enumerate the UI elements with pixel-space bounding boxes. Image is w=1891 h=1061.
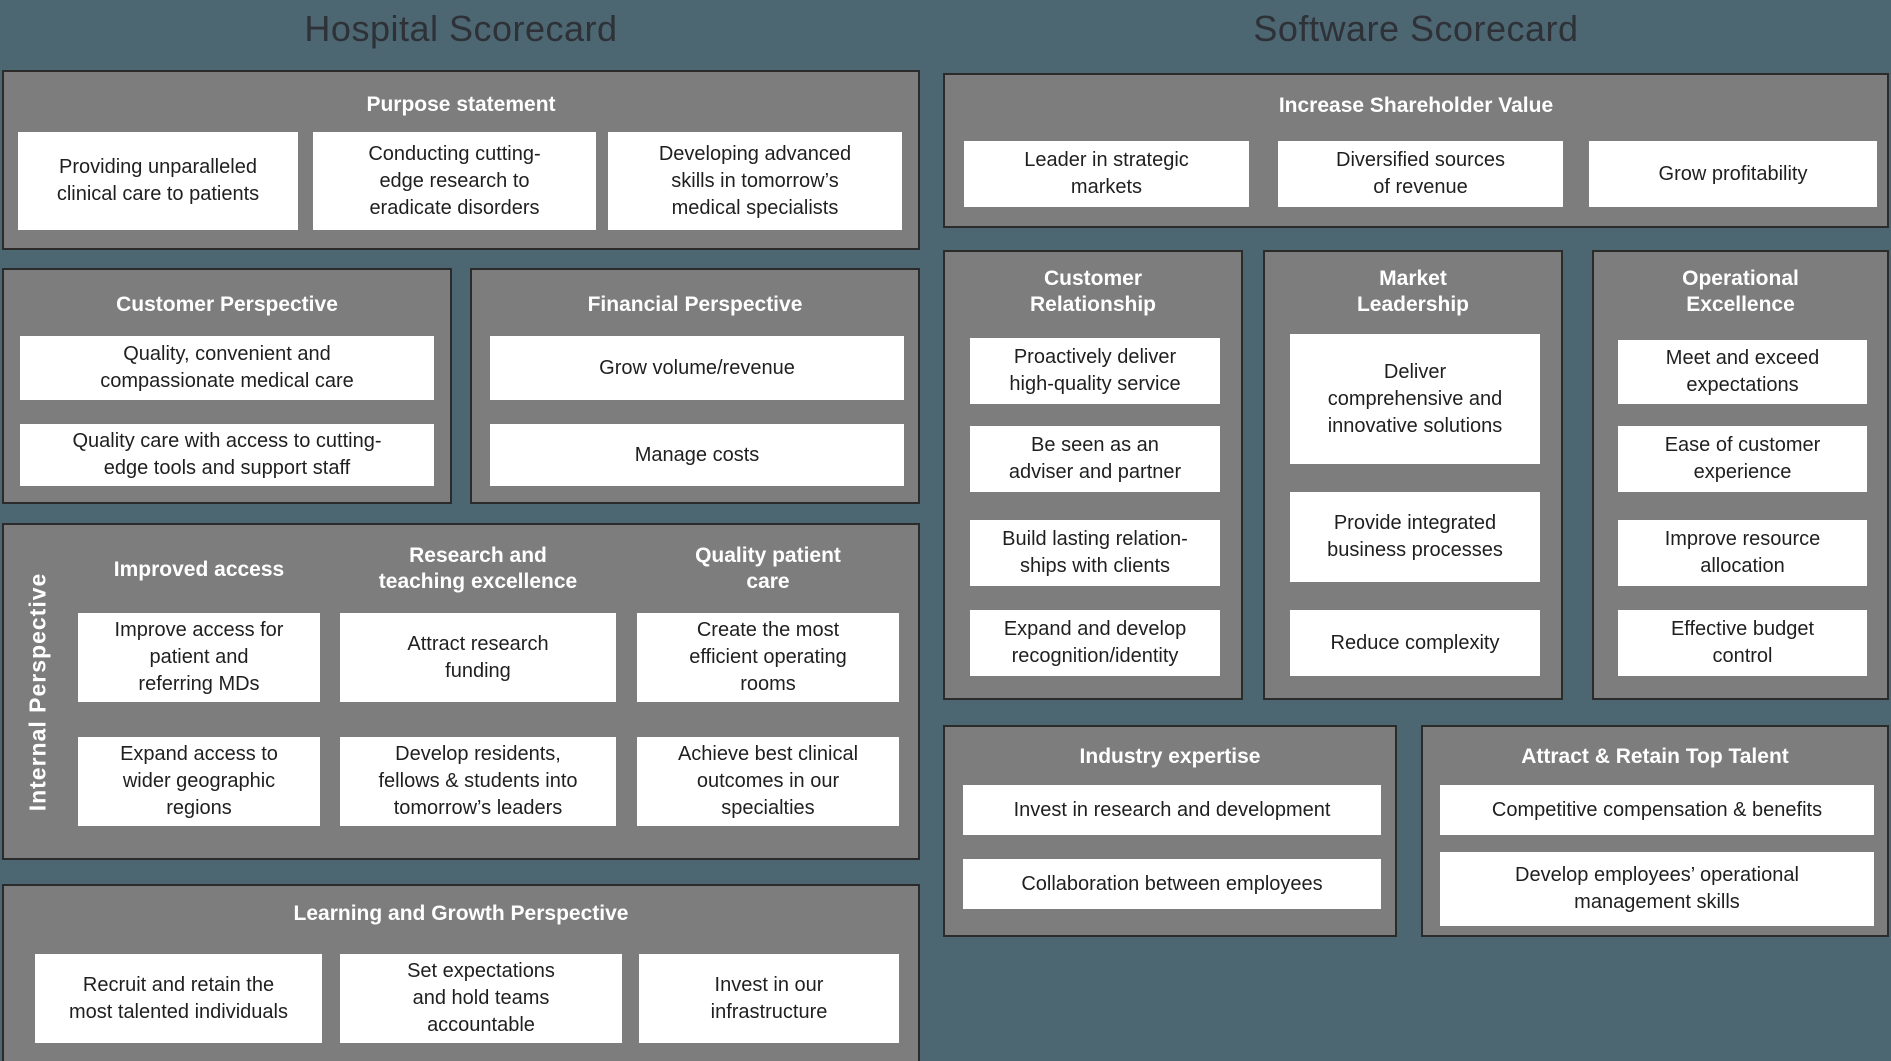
operational-excellence-item: Ease of customer experience xyxy=(1618,426,1867,492)
hospital-scorecard-title: Hospital Scorecard xyxy=(304,8,618,49)
customer-relationship-item: Proactively deliver high-quality service xyxy=(970,338,1220,404)
internal-perspective-side-label: Internal Perspective xyxy=(24,572,51,811)
shareholder-value-header: Increase Shareholder Value xyxy=(1278,94,1554,117)
learning-item: Recruit and retain the most talented ind… xyxy=(35,954,322,1043)
talent-item: Competitive compensation & benefits xyxy=(1440,785,1874,835)
customer-perspective-header: Customer Perspective xyxy=(116,293,338,316)
talent-item: Develop employees’ operational managemen… xyxy=(1440,852,1874,926)
shareholder-value-panel: Increase Shareholder Value Leader in str… xyxy=(943,73,1889,228)
operational-excellence-item: Improve resource allocation xyxy=(1618,520,1867,586)
learning-growth-header: Learning and Growth Perspective xyxy=(293,902,629,925)
financial-perspective-panel: Financial Perspective Grow volume/revenu… xyxy=(470,268,920,504)
customer-relationship-panel: Customer Relationship Proactively delive… xyxy=(943,250,1243,700)
customer-relationship-header: Customer Relationship xyxy=(1029,267,1156,317)
customer-perspective-panel: Customer Perspective Quality, convenient… xyxy=(2,268,452,504)
financial-perspective-item: Manage costs xyxy=(490,424,904,486)
internal-item: Achieve best clinical outcomes in our sp… xyxy=(637,737,899,826)
financial-perspective-item: Grow volume/revenue xyxy=(490,336,904,400)
learning-growth-panel: Learning and Growth Perspective Recruit … xyxy=(2,884,920,1061)
operational-excellence-item: Effective budget control xyxy=(1618,610,1867,676)
research-teaching-header: Research and teaching excellence xyxy=(378,544,578,594)
internal-item: Develop residents, fellows & students in… xyxy=(340,737,616,826)
purpose-item: Providing unparalleled clinical care to … xyxy=(18,132,298,230)
attract-retain-talent-panel: Attract & Retain Top Talent Competitive … xyxy=(1421,725,1889,937)
learning-item: Set expectations and hold teams accounta… xyxy=(340,954,622,1043)
internal-item: Expand access to wider geographic region… xyxy=(78,737,320,826)
market-leadership-item: Provide integrated business processes xyxy=(1290,492,1540,582)
industry-expertise-item: Collaboration between employees xyxy=(963,859,1381,909)
learning-item: Invest in our infrastructure xyxy=(639,954,899,1043)
industry-expertise-header: Industry expertise xyxy=(1079,745,1261,768)
purpose-statement-header: Purpose statement xyxy=(366,93,556,116)
operational-excellence-panel: Operational Excellence Meet and exceed e… xyxy=(1592,250,1889,700)
customer-perspective-item: Quality, convenient and compassionate me… xyxy=(20,336,434,400)
market-leadership-panel: Market Leadership Deliver comprehensive … xyxy=(1263,250,1563,700)
operational-excellence-header: Operational Excellence xyxy=(1682,267,1799,317)
internal-item: Improve access for patient and referring… xyxy=(78,613,320,702)
purpose-item: Conducting cutting- edge research to era… xyxy=(313,132,596,230)
shareholder-item: Diversified sources of revenue xyxy=(1278,141,1563,207)
quality-patient-care-header: Quality patient care xyxy=(695,544,841,594)
purpose-item: Developing advanced skills in tomorrow’s… xyxy=(608,132,902,230)
purpose-statement-panel: Purpose statement Providing unparalleled… xyxy=(2,70,920,250)
financial-perspective-header: Financial Perspective xyxy=(587,293,803,316)
customer-relationship-item: Build lasting relation- ships with clien… xyxy=(970,520,1220,586)
customer-relationship-item: Expand and develop recognition/identity xyxy=(970,610,1220,676)
customer-relationship-item: Be seen as an adviser and partner xyxy=(970,426,1220,492)
internal-item: Create the most efficient operating room… xyxy=(637,613,899,702)
shareholder-item: Grow profitability xyxy=(1589,141,1877,207)
improved-access-header: Improved access xyxy=(113,558,285,581)
customer-perspective-item: Quality care with access to cutting- edg… xyxy=(20,424,434,486)
operational-excellence-item: Meet and exceed expectations xyxy=(1618,340,1867,404)
attract-retain-talent-header: Attract & Retain Top Talent xyxy=(1521,745,1789,768)
industry-expertise-item: Invest in research and development xyxy=(963,785,1381,835)
market-leadership-header: Market Leadership xyxy=(1356,267,1470,317)
industry-expertise-panel: Industry expertise Invest in research an… xyxy=(943,725,1397,937)
software-scorecard-title: Software Scorecard xyxy=(1253,8,1579,49)
shareholder-item: Leader in strategic markets xyxy=(964,141,1249,207)
market-leadership-item: Reduce complexity xyxy=(1290,610,1540,676)
internal-perspective-panel: Internal Perspective Improved access Res… xyxy=(2,523,920,860)
internal-item: Attract research funding xyxy=(340,613,616,702)
market-leadership-item: Deliver comprehensive and innovative sol… xyxy=(1290,334,1540,464)
